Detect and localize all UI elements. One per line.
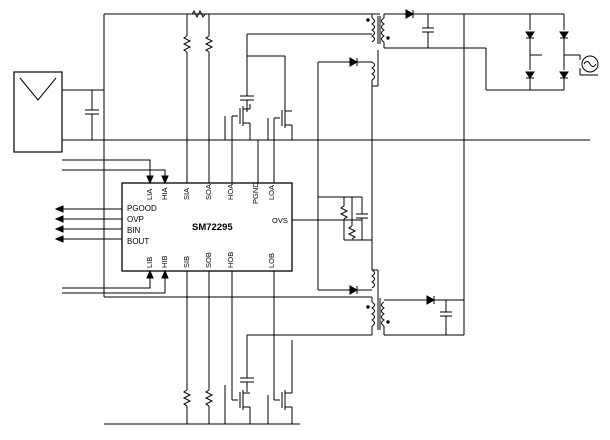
pin-lob: LOB bbox=[267, 253, 276, 268]
signal-ovp: OVP bbox=[127, 215, 144, 224]
ic-name: SM72295 bbox=[192, 222, 233, 233]
pin-loa: LOA bbox=[267, 185, 276, 200]
pin-sob: SOB bbox=[204, 252, 213, 268]
signal-pgood: PGOOD bbox=[127, 204, 157, 213]
lia-hia-inputs bbox=[62, 159, 169, 185]
inductor-bottom-icon bbox=[317, 269, 379, 330]
ic-body bbox=[121, 182, 293, 272]
signal-bin: BIN bbox=[127, 226, 141, 235]
ovs-network-icon bbox=[292, 196, 372, 241]
mosfet-high-side-a-icon bbox=[224, 56, 254, 183]
output-diode-bottom-icon bbox=[384, 48, 465, 336]
h-bridge-icon bbox=[464, 13, 598, 91]
pin-hoa: HOA bbox=[226, 184, 235, 200]
pin-pgnd: PGND bbox=[251, 182, 260, 204]
inductor-top-icon bbox=[317, 50, 379, 280]
ac-source-icon bbox=[581, 55, 599, 73]
signal-bout: BOUT bbox=[127, 237, 149, 246]
pin-hia: HIA bbox=[160, 187, 169, 200]
pin-hob: HOB bbox=[226, 252, 235, 268]
mosfet-low-side-a-icon bbox=[247, 55, 293, 183]
input-capacitor-icon bbox=[85, 90, 99, 140]
pin-sib: SIB bbox=[182, 256, 191, 268]
pin-lia: LIA bbox=[145, 189, 154, 200]
sense-resistor-top-icon bbox=[182, 9, 214, 183]
solar-panel-icon bbox=[13, 71, 590, 153]
mosfet-low-side-b-icon bbox=[267, 271, 293, 424]
transformer-top-icon bbox=[246, 14, 390, 56]
transformer-bottom-icon bbox=[104, 296, 406, 336]
pin-ovs: OVS bbox=[272, 216, 288, 225]
pin-lib: LIB bbox=[145, 257, 154, 268]
pin-soa: SOA bbox=[204, 184, 213, 200]
lib-hib-inputs bbox=[62, 269, 169, 294]
output-diode-top-icon bbox=[384, 9, 465, 49]
pin-sia: SIA bbox=[182, 188, 191, 200]
mosfet-high-side-b-icon bbox=[224, 271, 254, 424]
sense-resistor-bottom-icon bbox=[104, 271, 300, 425]
pin-hib: HIB bbox=[160, 255, 169, 268]
signal-arrows bbox=[54, 205, 122, 243]
